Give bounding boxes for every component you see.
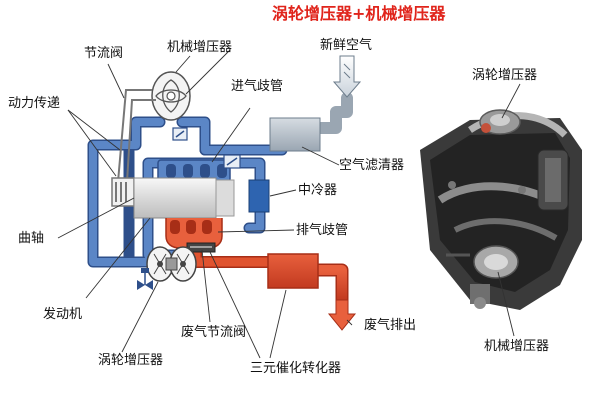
label-crankshaft: 曲轴	[18, 231, 44, 246]
engine-block	[134, 178, 234, 218]
diagram-title: 涡轮增压器+机械增压器	[272, 5, 445, 23]
label-exhaust-out: 废气排出	[364, 318, 416, 333]
label-fresh-air: 新鲜空气	[320, 38, 372, 53]
label-wastegate: 废气节流阀	[181, 325, 246, 340]
intercooler-box	[249, 180, 269, 212]
label-intake-manifold: 进气歧管	[231, 79, 283, 94]
supercharger-throttle	[173, 128, 187, 140]
label-air-filter: 空气滤清器	[339, 158, 404, 173]
label-supercharger-top: 机械增压器	[167, 40, 232, 55]
label-exhaust-manifold: 排气歧管	[296, 223, 348, 238]
label-throttle-valve: 节流阀	[84, 46, 123, 61]
label-engine: 发动机	[43, 307, 82, 322]
air-filter-box	[270, 118, 320, 151]
supercharger-unit	[152, 72, 190, 120]
throttle-body	[224, 155, 240, 168]
label-intercooler: 中冷器	[298, 183, 337, 198]
label-turbocharger-bottom: 涡轮增压器	[98, 353, 163, 368]
label-power-transmission: 动力传递	[8, 96, 60, 111]
catalytic-converter	[268, 254, 318, 288]
fresh-air-arrow	[334, 56, 360, 97]
label-photo-turbocharger: 涡轮增压器	[472, 68, 537, 83]
engine-photo	[396, 96, 586, 316]
label-photo-supercharger: 机械增压器	[484, 339, 549, 354]
label-catalytic-converter: 三元催化转化器	[250, 361, 341, 376]
exhaust-out-arrow	[329, 300, 355, 330]
